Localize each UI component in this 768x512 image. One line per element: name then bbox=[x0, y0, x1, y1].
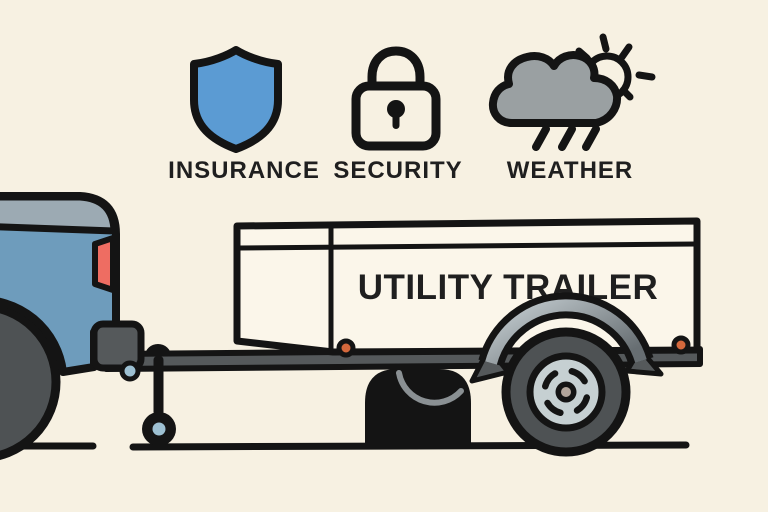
far-wheel-highlight-arc bbox=[396, 370, 464, 406]
tail-light bbox=[92, 235, 116, 293]
truck-bed-rail bbox=[0, 193, 118, 235]
cloud-sun-icon bbox=[488, 33, 656, 151]
truck-rear-wheel bbox=[0, 304, 61, 460]
insurance-badge: INSURANCE bbox=[168, 46, 320, 184]
cloud bbox=[488, 51, 622, 127]
trailer-side-label: UTILITY TRAILER bbox=[358, 268, 658, 307]
fender bbox=[469, 292, 664, 384]
padlock-icon bbox=[351, 46, 441, 151]
security-label: SECURITY bbox=[333, 157, 462, 184]
far-side-wheel bbox=[365, 369, 471, 446]
coupler bbox=[145, 344, 171, 356]
trailer-top-rail-line bbox=[238, 241, 697, 251]
shield-icon bbox=[190, 46, 282, 153]
trailer-wheel bbox=[501, 327, 631, 457]
truck-bumper bbox=[90, 320, 145, 372]
hub-dash-ring bbox=[541, 367, 591, 417]
weather-badge: WEATHER bbox=[488, 33, 656, 184]
jockey-wheel bbox=[142, 356, 176, 446]
weather-label: WEATHER bbox=[507, 157, 634, 184]
marker-light-left bbox=[336, 338, 356, 358]
security-badge: SECURITY bbox=[333, 46, 462, 184]
rain-dashes bbox=[532, 125, 600, 151]
insurance-label: INSURANCE bbox=[168, 157, 320, 184]
hitch-ball bbox=[119, 360, 141, 382]
truck bbox=[0, 192, 120, 460]
marker-light-right bbox=[671, 335, 691, 355]
hub-center-dot bbox=[561, 387, 571, 397]
